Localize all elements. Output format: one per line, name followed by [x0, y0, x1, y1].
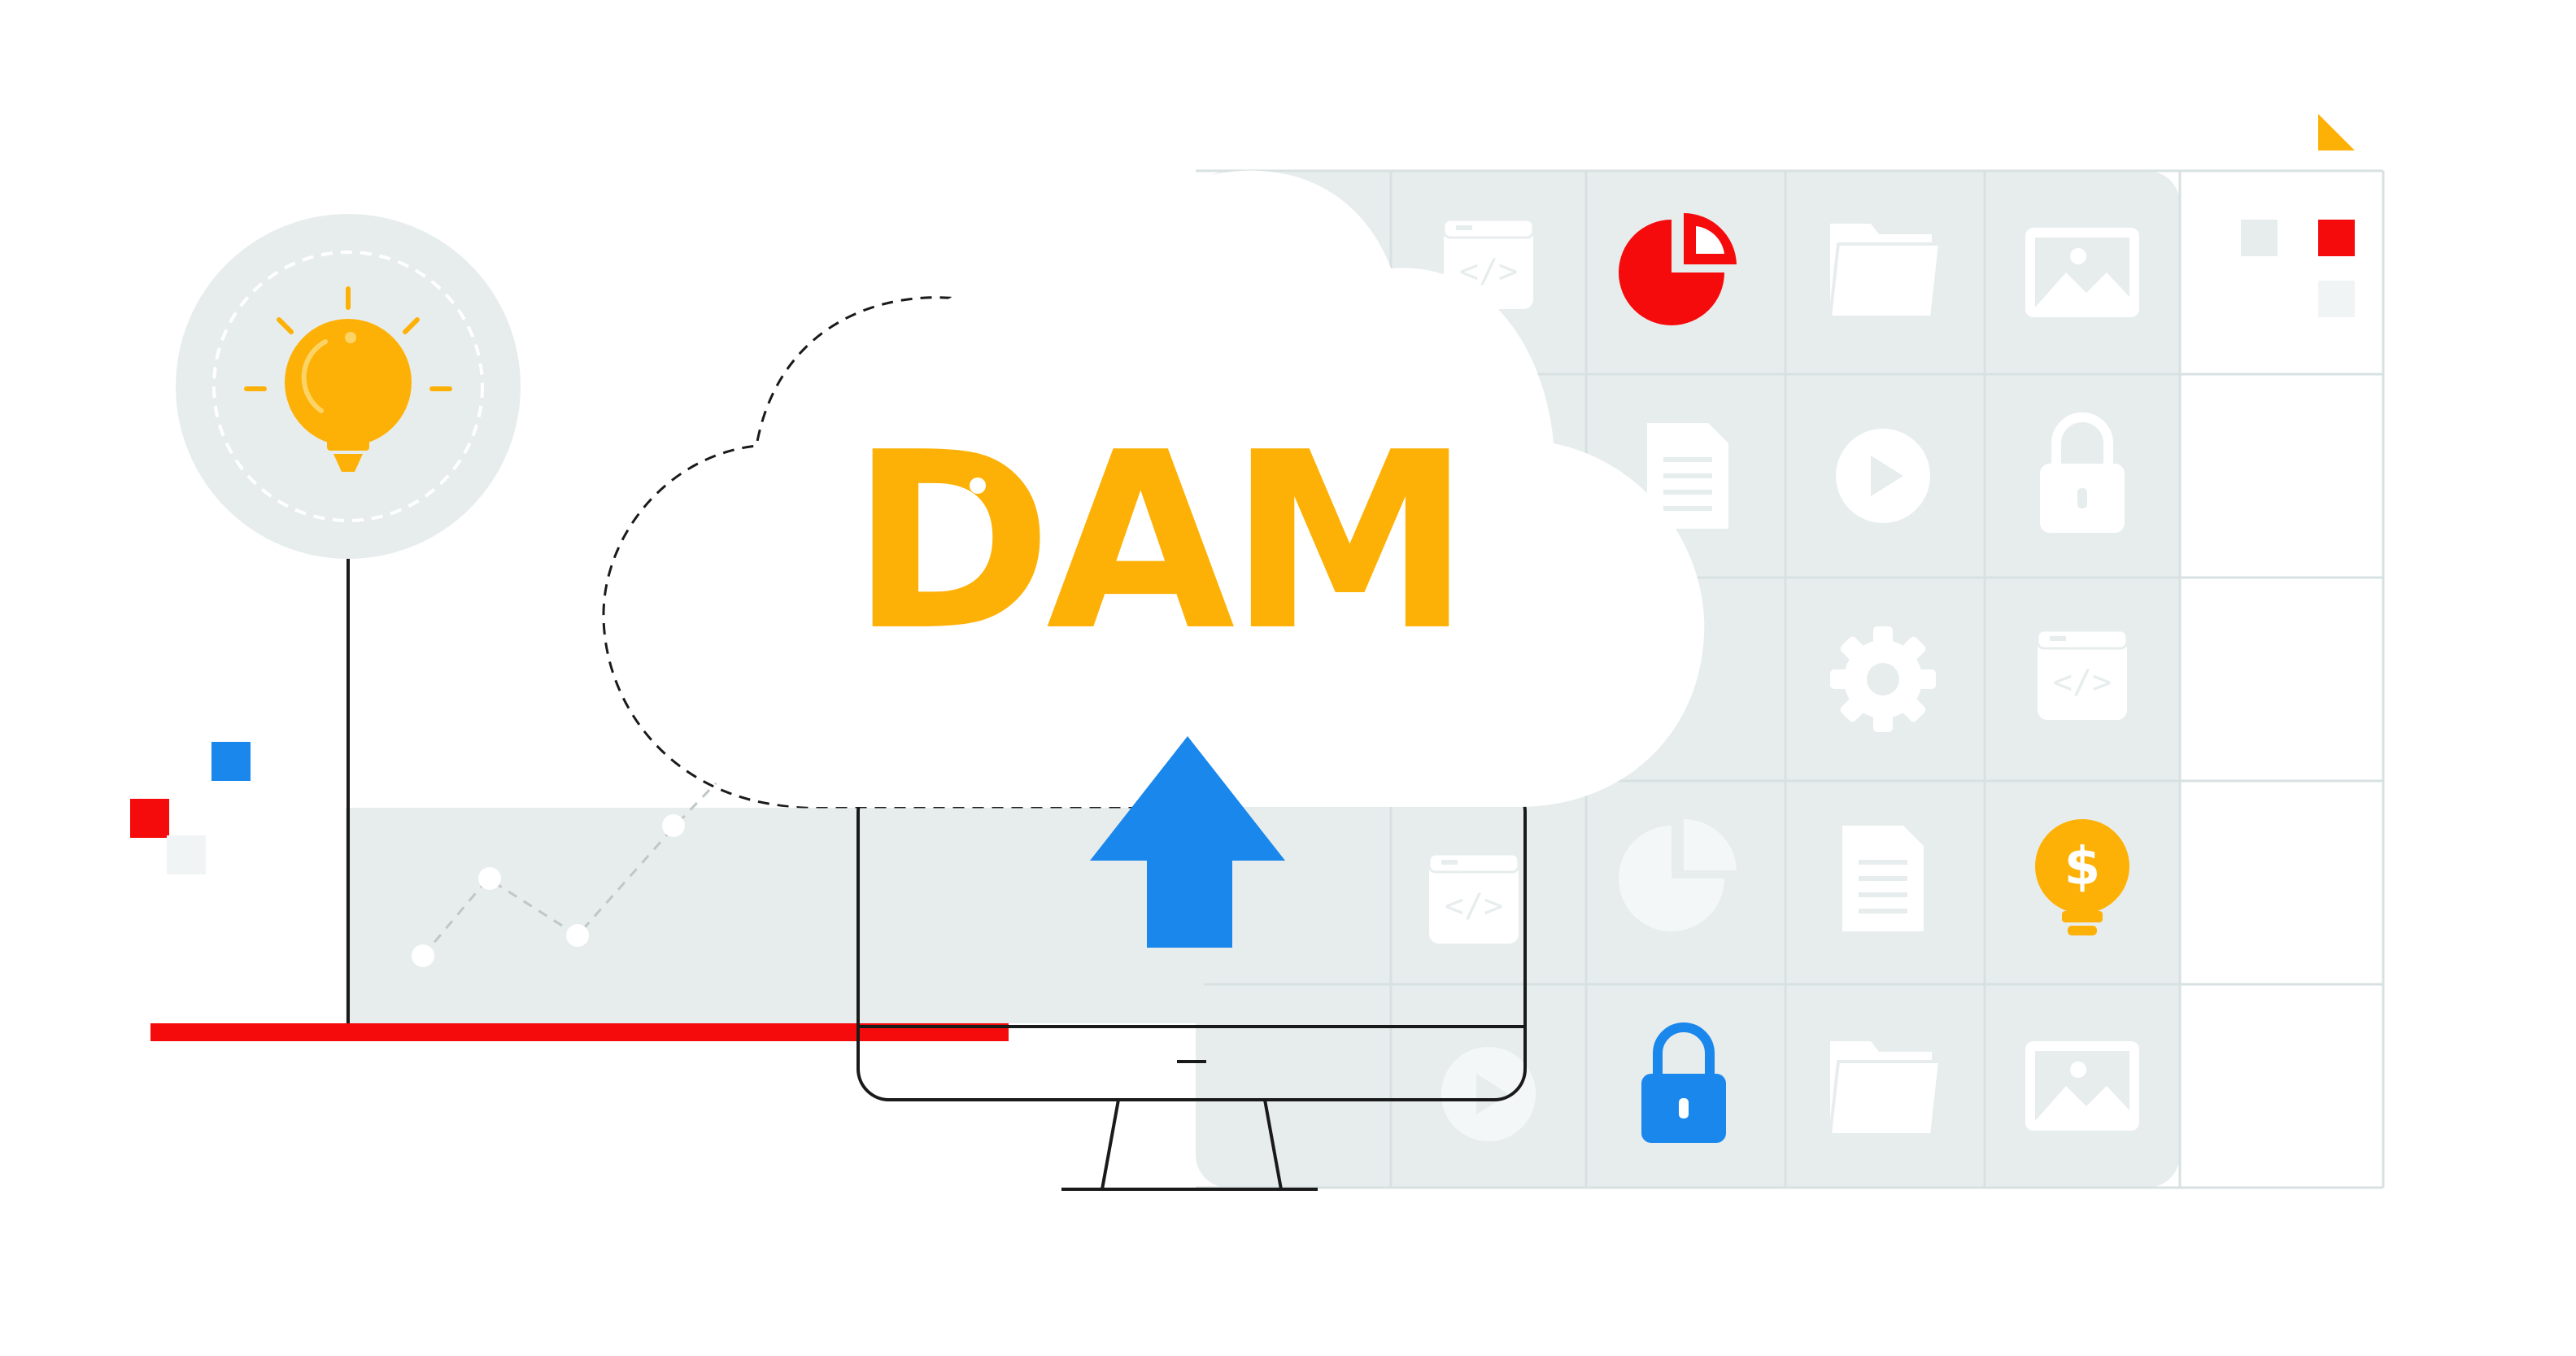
- pie-chart-icon: [1619, 819, 1737, 931]
- trend-points: [412, 814, 685, 967]
- idea-bulb: [176, 214, 521, 559]
- trend-point: [662, 814, 685, 837]
- gray-square: [2241, 220, 2277, 256]
- grid-lines: [1196, 169, 2385, 1189]
- lock-icon: [2040, 412, 2125, 533]
- play-icon: [1836, 429, 1930, 523]
- money-bulb-icon: $: [2035, 819, 2129, 935]
- document-icon: [1647, 423, 1728, 529]
- cloud: [602, 170, 1705, 809]
- monitor-stand-right: [1263, 1099, 1283, 1190]
- folder-icon: [1828, 224, 1942, 319]
- gear-icon: [1830, 626, 1936, 732]
- red-square: [130, 799, 169, 838]
- light-square: [2318, 281, 2355, 317]
- yellow-corner-triangle: [2318, 114, 2355, 150]
- lock-icon: [1641, 1022, 1726, 1143]
- trend-point: [412, 944, 434, 967]
- trend-point: [566, 924, 589, 947]
- svg-text:</>: </>: [1445, 887, 1503, 925]
- code-window-icon: </>: [1427, 852, 1520, 944]
- light-square: [167, 835, 206, 874]
- red-baseline-bar: [150, 1023, 1009, 1041]
- bulb-rays: [244, 286, 452, 391]
- pie-chart-icon: [1619, 213, 1737, 325]
- upload-arrow-icon: [1090, 736, 1285, 948]
- svg-text:</>: </>: [2053, 664, 2112, 701]
- title-dot: [970, 477, 986, 494]
- dam-title: DAM: [850, 400, 1465, 684]
- left-chart-area: [130, 464, 1204, 1041]
- lightbulb-icon: [285, 319, 412, 472]
- folder-icon: [1828, 1041, 1942, 1136]
- red-square: [2318, 220, 2355, 256]
- code-window-icon: </>: [2036, 629, 2129, 720]
- document-icon: [1842, 826, 1924, 931]
- cloud-dashed-outline: [602, 296, 1204, 809]
- monitor-stand-left: [1101, 1099, 1120, 1190]
- play-icon: [1441, 1047, 1536, 1141]
- decor-squares-right: [2241, 114, 2355, 317]
- svg-text:$: $: [2064, 837, 2101, 897]
- image-icon: [2025, 228, 2139, 317]
- svg-text:</>: </>: [1459, 253, 1518, 290]
- bulb-dashed-ring: [212, 251, 484, 522]
- blue-square: [211, 742, 251, 781]
- chart-background: [346, 808, 1204, 1023]
- trend-point: [478, 867, 501, 890]
- image-icon: [2025, 1041, 2139, 1131]
- cloud-shape: [638, 170, 1705, 807]
